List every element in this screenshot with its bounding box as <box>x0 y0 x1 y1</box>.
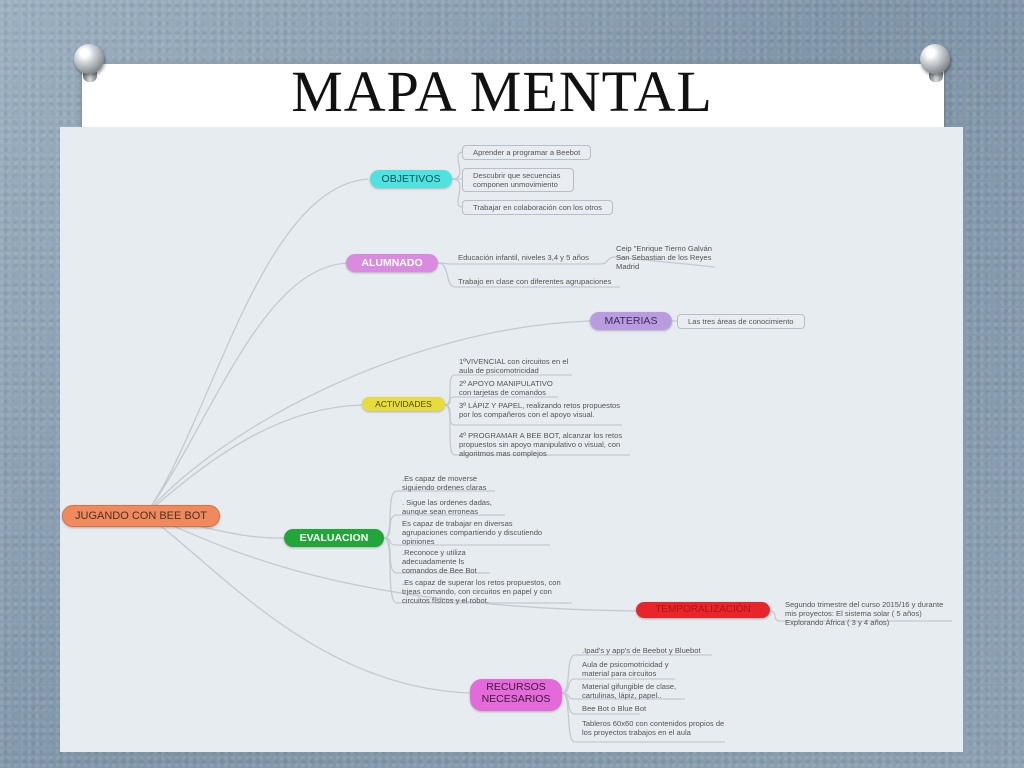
branch-evaluacion[interactable]: EVALUACION <box>284 529 384 547</box>
recursos-item-5: Tableros 60x60 con contenidos propios de… <box>582 719 725 737</box>
evaluacion-item-5: .Es capaz de superar los retos propuesto… <box>402 578 561 605</box>
materias-item[interactable]: Las tres áreas de conocimiento <box>677 314 805 329</box>
branch-objetivos[interactable]: OBJETIVOS <box>370 170 452 188</box>
page-title: MAPA MENTAL <box>291 59 713 124</box>
branch-temporalizacion[interactable]: TEMPORALIZACIÓN <box>636 602 770 618</box>
alumnado-item-1: Educación infantil, niveles 3,4 y 5 años <box>458 253 589 262</box>
evaluacion-item-3: Es capaz de trabajar en diversas agrupac… <box>402 519 543 546</box>
actividades-item-3: 3º LÁPIZ Y PAPEL, realizando retos propu… <box>459 401 621 419</box>
evaluacion-item-2: . Sigue las ordenes dadas, aunque sean e… <box>402 498 492 516</box>
branch-actividades[interactable]: ACTIVIDADES <box>362 397 445 411</box>
temporalizacion-item: Segundo trimestre del curso 2015/16 y du… <box>785 600 944 627</box>
recursos-item-4: Bee Bot o Blue Bot <box>582 704 647 713</box>
central-node[interactable]: JUGANDO CON BEE BOT <box>62 505 221 527</box>
branch-materias[interactable]: MATERIAS <box>590 312 672 330</box>
alumnado-school: Ceip "Enrique Tierno Galván San Sebastia… <box>616 244 712 271</box>
branch-alumnado[interactable]: ALUMNADO <box>346 254 438 272</box>
evaluacion-item-4: .Reconoce y utiliza adecuadamente ls com… <box>402 548 477 575</box>
recursos-item-2: Aula de psicomotricidad y material para … <box>582 660 669 678</box>
objetivos-item-2[interactable]: Descubrir que secuencias componen unmovi… <box>462 168 574 192</box>
mind-map: JUGANDO CON BEE BOT OBJETIVOS Aprender a… <box>60 127 963 752</box>
actividades-item-1: 1ºVIVENCIAL con circuitos en el aula de … <box>459 357 569 375</box>
pushpin-left-icon <box>74 44 108 82</box>
recursos-item-1: .Ipad's y app's de Beebot y Bluebot <box>582 646 701 655</box>
actividades-item-2: 2º APOYO MANIPULATIVO con tarjetas de co… <box>459 379 553 397</box>
branch-recursos[interactable]: RECURSOS NECESARIOS <box>470 679 562 711</box>
objetivos-item-1[interactable]: Aprender a programar a Beebot <box>462 145 592 160</box>
evaluacion-item-1: .Es capaz de moverse siguiendo ordenes c… <box>402 474 487 492</box>
recursos-item-3: Material gifungible de clase, cartulinas… <box>582 682 677 700</box>
objetivos-item-3[interactable]: Trabajar en colaboración con los otros <box>462 200 613 215</box>
alumnado-item-2: Trabajo en clase con diferentes agrupaci… <box>458 277 612 286</box>
connector-lines <box>144 151 952 743</box>
pushpin-right-icon <box>920 44 954 82</box>
actividades-item-4: 4º PROGRAMAR A BEE BOT, alcanzar los ret… <box>459 431 623 458</box>
